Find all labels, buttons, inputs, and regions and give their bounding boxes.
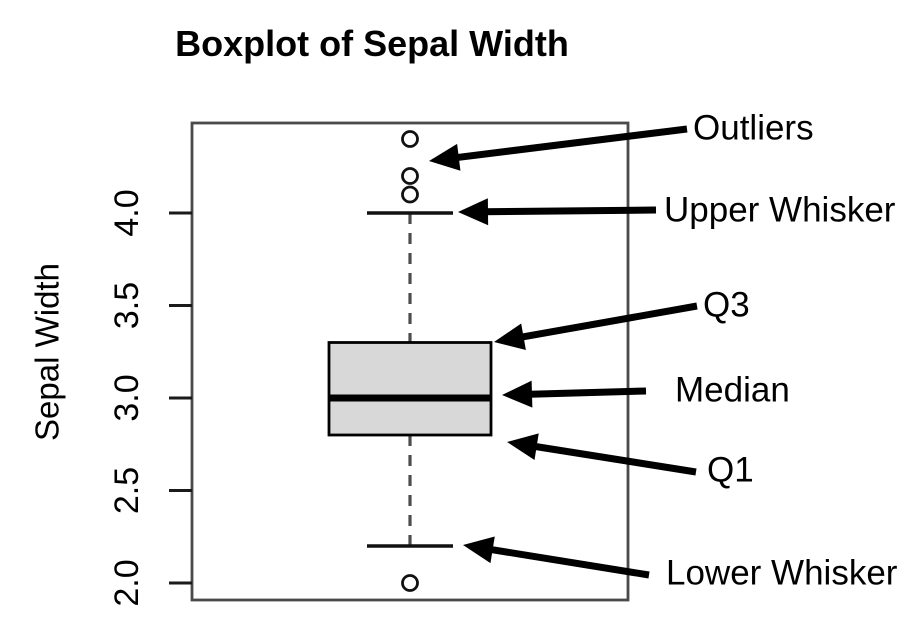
y-axis-tick-label: 3.5 — [108, 282, 146, 329]
plot-frame-group — [190, 121, 630, 602]
annotation-label-median: Median — [675, 371, 790, 410]
chart-title: Boxplot of Sepal Width — [175, 23, 569, 64]
annotation-arrow-line — [530, 442, 697, 476]
annotation-arrow-line — [486, 545, 650, 579]
boxplot-group — [327, 130, 493, 592]
y-axis-tick-label: 3.0 — [108, 374, 146, 421]
y-axis-tick-label: 2.0 — [108, 559, 146, 606]
y-axis-group: 2.0 2.5 3.0 3.5 4.0 — [108, 189, 192, 607]
outlier-point — [401, 167, 419, 185]
annotation-label-whisker_high: Upper Whisker — [664, 191, 896, 230]
annotation-arrow-head — [502, 380, 533, 408]
annotation-arrow-head — [494, 323, 526, 351]
annotation-arrow-head — [507, 433, 539, 461]
plot-frame — [190, 121, 630, 602]
y-axis-label: Sepal Width — [29, 263, 66, 441]
annotation-arrow-line — [481, 206, 657, 216]
annotation-arrow-head — [429, 143, 461, 171]
annotation-arrow-head — [463, 536, 495, 564]
annotation-label-q1: Q1 — [707, 451, 754, 490]
outlier-point — [401, 185, 419, 204]
y-axis-tick-label: 2.5 — [108, 467, 146, 514]
annotation-arrow-line — [525, 387, 647, 398]
annotation-arrow-line — [517, 302, 698, 342]
annotation-label-whisker_low: Lower Whisker — [666, 554, 898, 593]
annotation-arrow-line — [452, 125, 688, 162]
y-axis-tick-label: 4.0 — [108, 189, 146, 236]
annotation-label-q3: Q3 — [703, 286, 750, 325]
annotation-label-outliers: Outliers — [693, 109, 814, 148]
annotation-arrow-head — [458, 198, 489, 226]
iqr-box — [327, 341, 493, 437]
outlier-point — [401, 574, 419, 592]
outlier-point — [401, 130, 419, 148]
